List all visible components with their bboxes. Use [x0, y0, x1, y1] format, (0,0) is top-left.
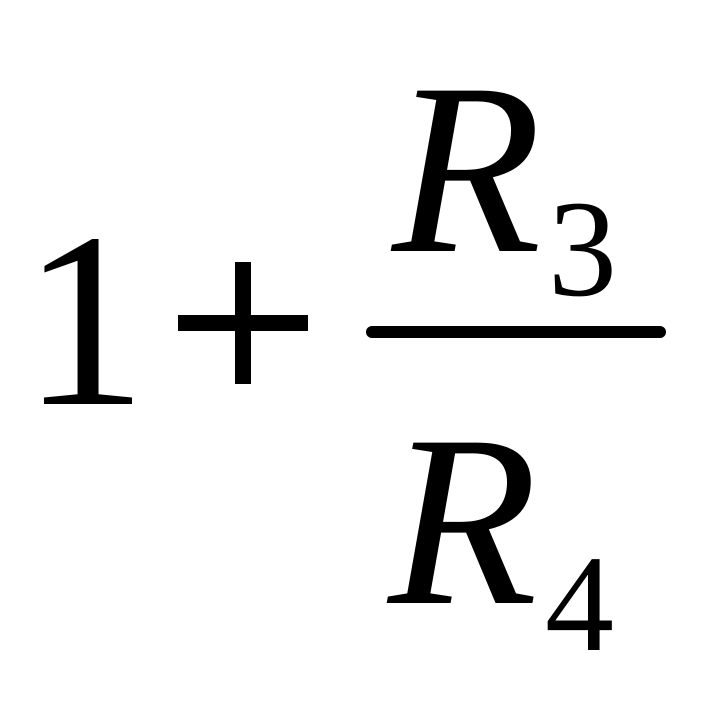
- plus-operator: [178, 262, 308, 384]
- constant-one: 1: [22, 182, 147, 459]
- plus-vertical-stroke: [235, 262, 251, 384]
- numerator-subscript: 3: [548, 172, 617, 325]
- fraction-bar: [366, 326, 666, 338]
- numerator-variable: R: [392, 33, 542, 304]
- denominator-subscript: 4: [545, 527, 614, 680]
- denominator-variable: R: [388, 385, 538, 656]
